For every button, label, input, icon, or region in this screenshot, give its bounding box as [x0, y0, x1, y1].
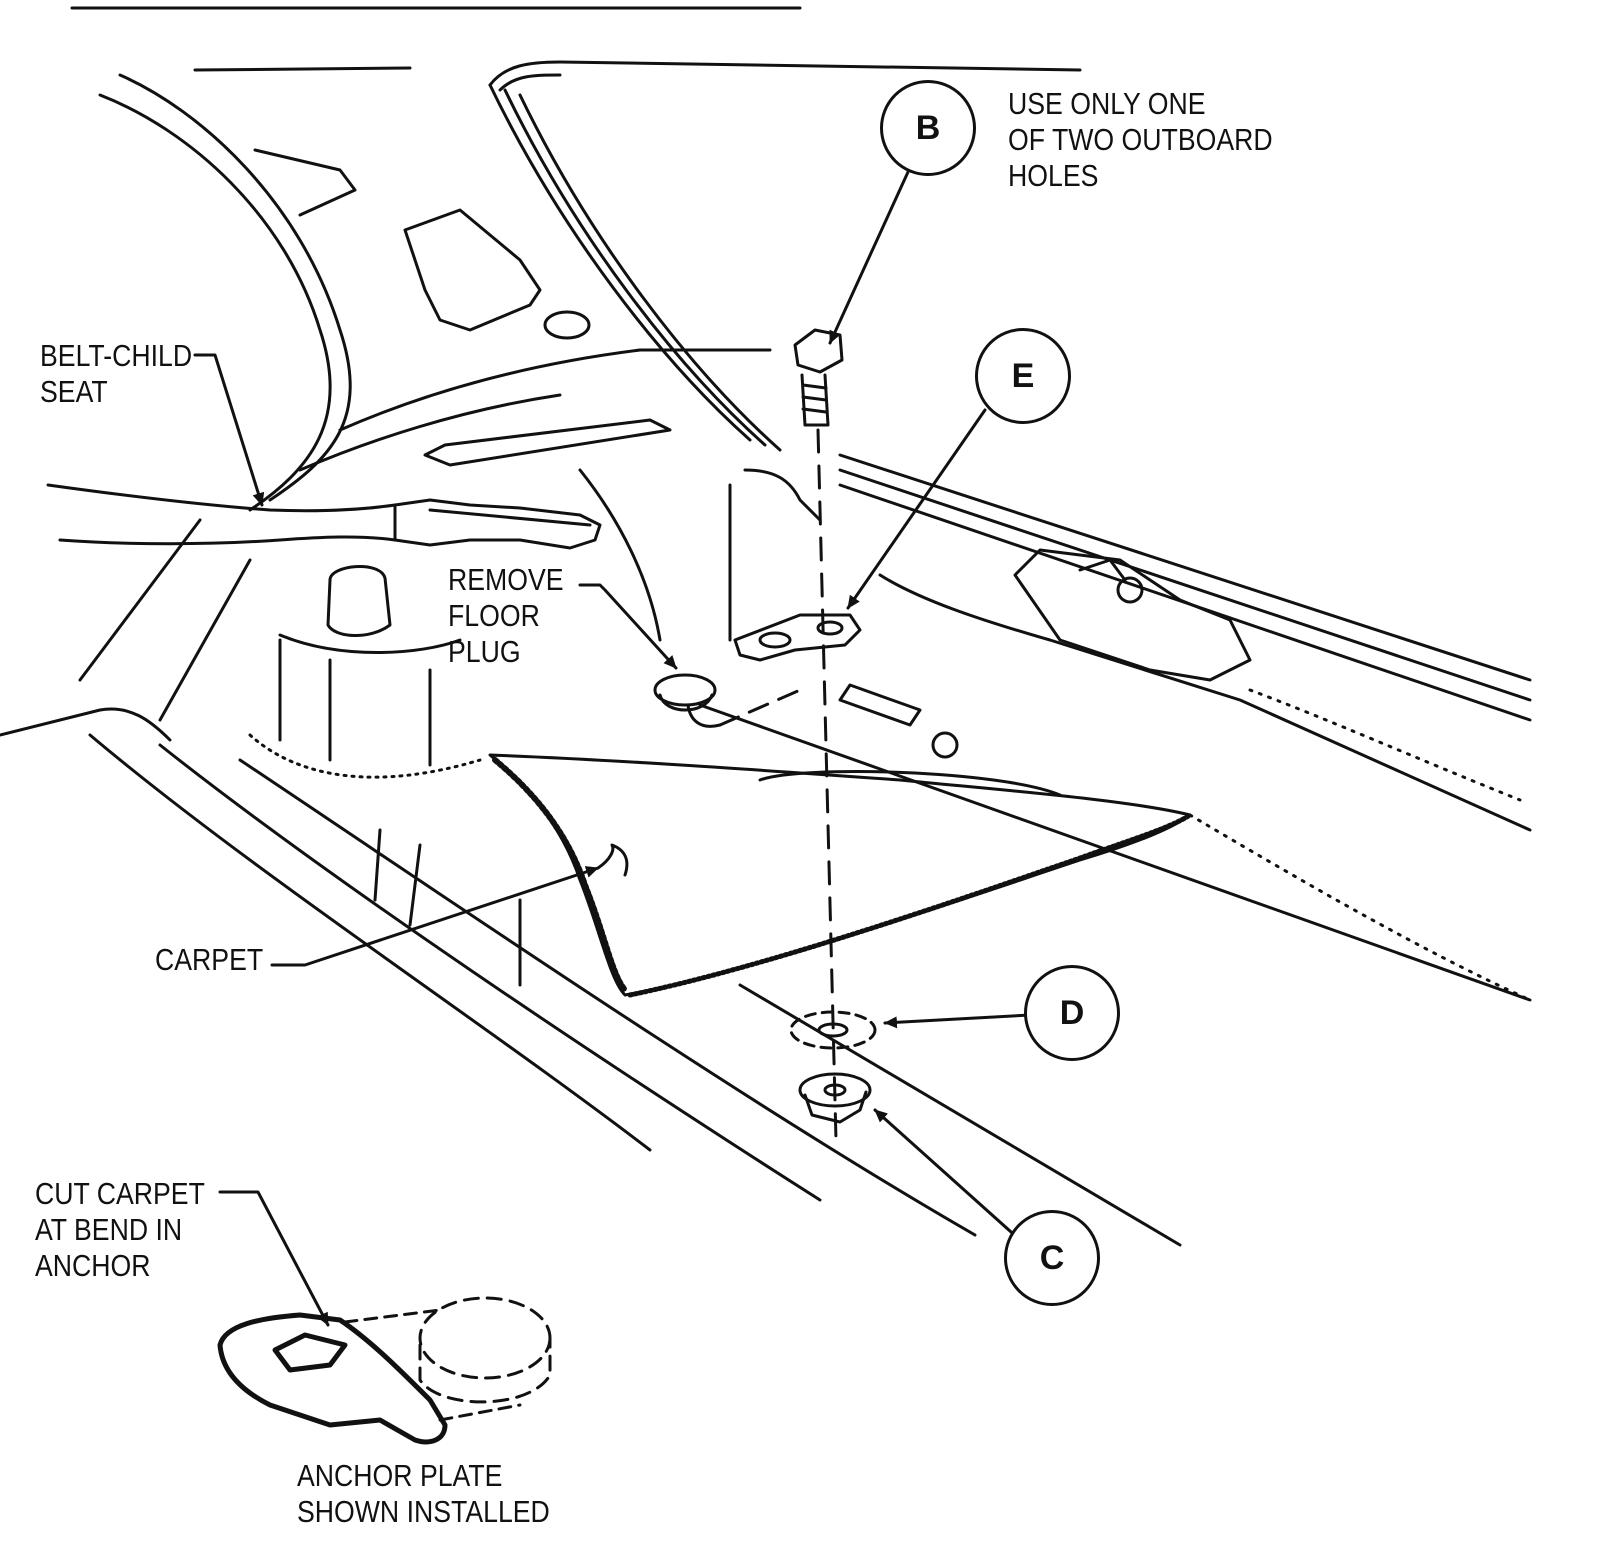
nut-c [798, 1072, 872, 1124]
label-belt-child-seat: BELT-CHILD SEAT [40, 338, 192, 410]
door-opening-outline [98, 60, 1082, 512]
label-carpet-text: CARPET [155, 942, 264, 977]
label-use-only-one-line1: USE ONLY ONE [1008, 86, 1206, 121]
leader-belt [193, 353, 265, 507]
label-cut-carpet-line3: ANCHOR [35, 1248, 151, 1283]
leader-b [828, 170, 910, 345]
leader-floor-plug [578, 583, 678, 670]
seat-riser [0, 468, 662, 767]
label-anchor-plate-line1: ANCHOR PLATE [297, 1458, 503, 1493]
right-sill [728, 453, 1532, 832]
callout-d: D [1024, 965, 1120, 1061]
label-anchor-plate-line2: SHOWN INSTALLED [297, 1494, 550, 1529]
anchor-plate-e [733, 613, 862, 662]
seat-back-panel [298, 208, 772, 472]
child-seat-belt [46, 483, 602, 550]
label-cut-carpet-line2: AT BEND IN [35, 1212, 183, 1247]
label-cut-carpet-line1: CUT CARPET [35, 1176, 205, 1211]
label-use-only-one-line2: OF TWO OUTBOARD [1008, 122, 1273, 157]
label-use-only-one: USE ONLY ONE OF TWO OUTBOARD HOLES [1008, 86, 1273, 194]
callout-e: E [975, 328, 1071, 424]
label-cut-carpet: CUT CARPET AT BEND IN ANCHOR [35, 1176, 205, 1284]
label-remove-floor-plug-line3: PLUG [448, 634, 521, 669]
label-remove-floor-plug: REMOVE FLOOR PLUG [448, 562, 564, 670]
label-carpet: CARPET [155, 942, 263, 978]
label-belt-child-seat-line2: SEAT [40, 374, 108, 409]
label-use-only-one-line3: HOLES [1008, 158, 1099, 193]
callout-c: C [1004, 1210, 1100, 1306]
inset-anchor-plate [217, 1296, 552, 1445]
carpet-cut-mark [596, 843, 629, 877]
label-belt-child-seat-line1: BELT-CHILD [40, 338, 193, 373]
bolt-b [793, 328, 844, 1142]
leader-carpet [270, 866, 600, 967]
leader-d [883, 1013, 1032, 1029]
callout-b: B [880, 80, 976, 176]
leader-cut-carpet [218, 1190, 330, 1327]
washer-d [789, 1010, 877, 1050]
leader-e [846, 408, 987, 610]
label-anchor-plate: ANCHOR PLATE SHOWN INSTALLED [297, 1458, 550, 1530]
carpet-flap [248, 688, 1532, 1002]
floor-rails [88, 703, 1532, 1247]
label-remove-floor-plug-line2: FLOOR [448, 598, 540, 633]
label-remove-floor-plug-line1: REMOVE [448, 562, 564, 597]
leader-lines [193, 170, 1032, 1327]
leader-c [873, 1108, 1022, 1242]
floor-plug [653, 673, 802, 728]
